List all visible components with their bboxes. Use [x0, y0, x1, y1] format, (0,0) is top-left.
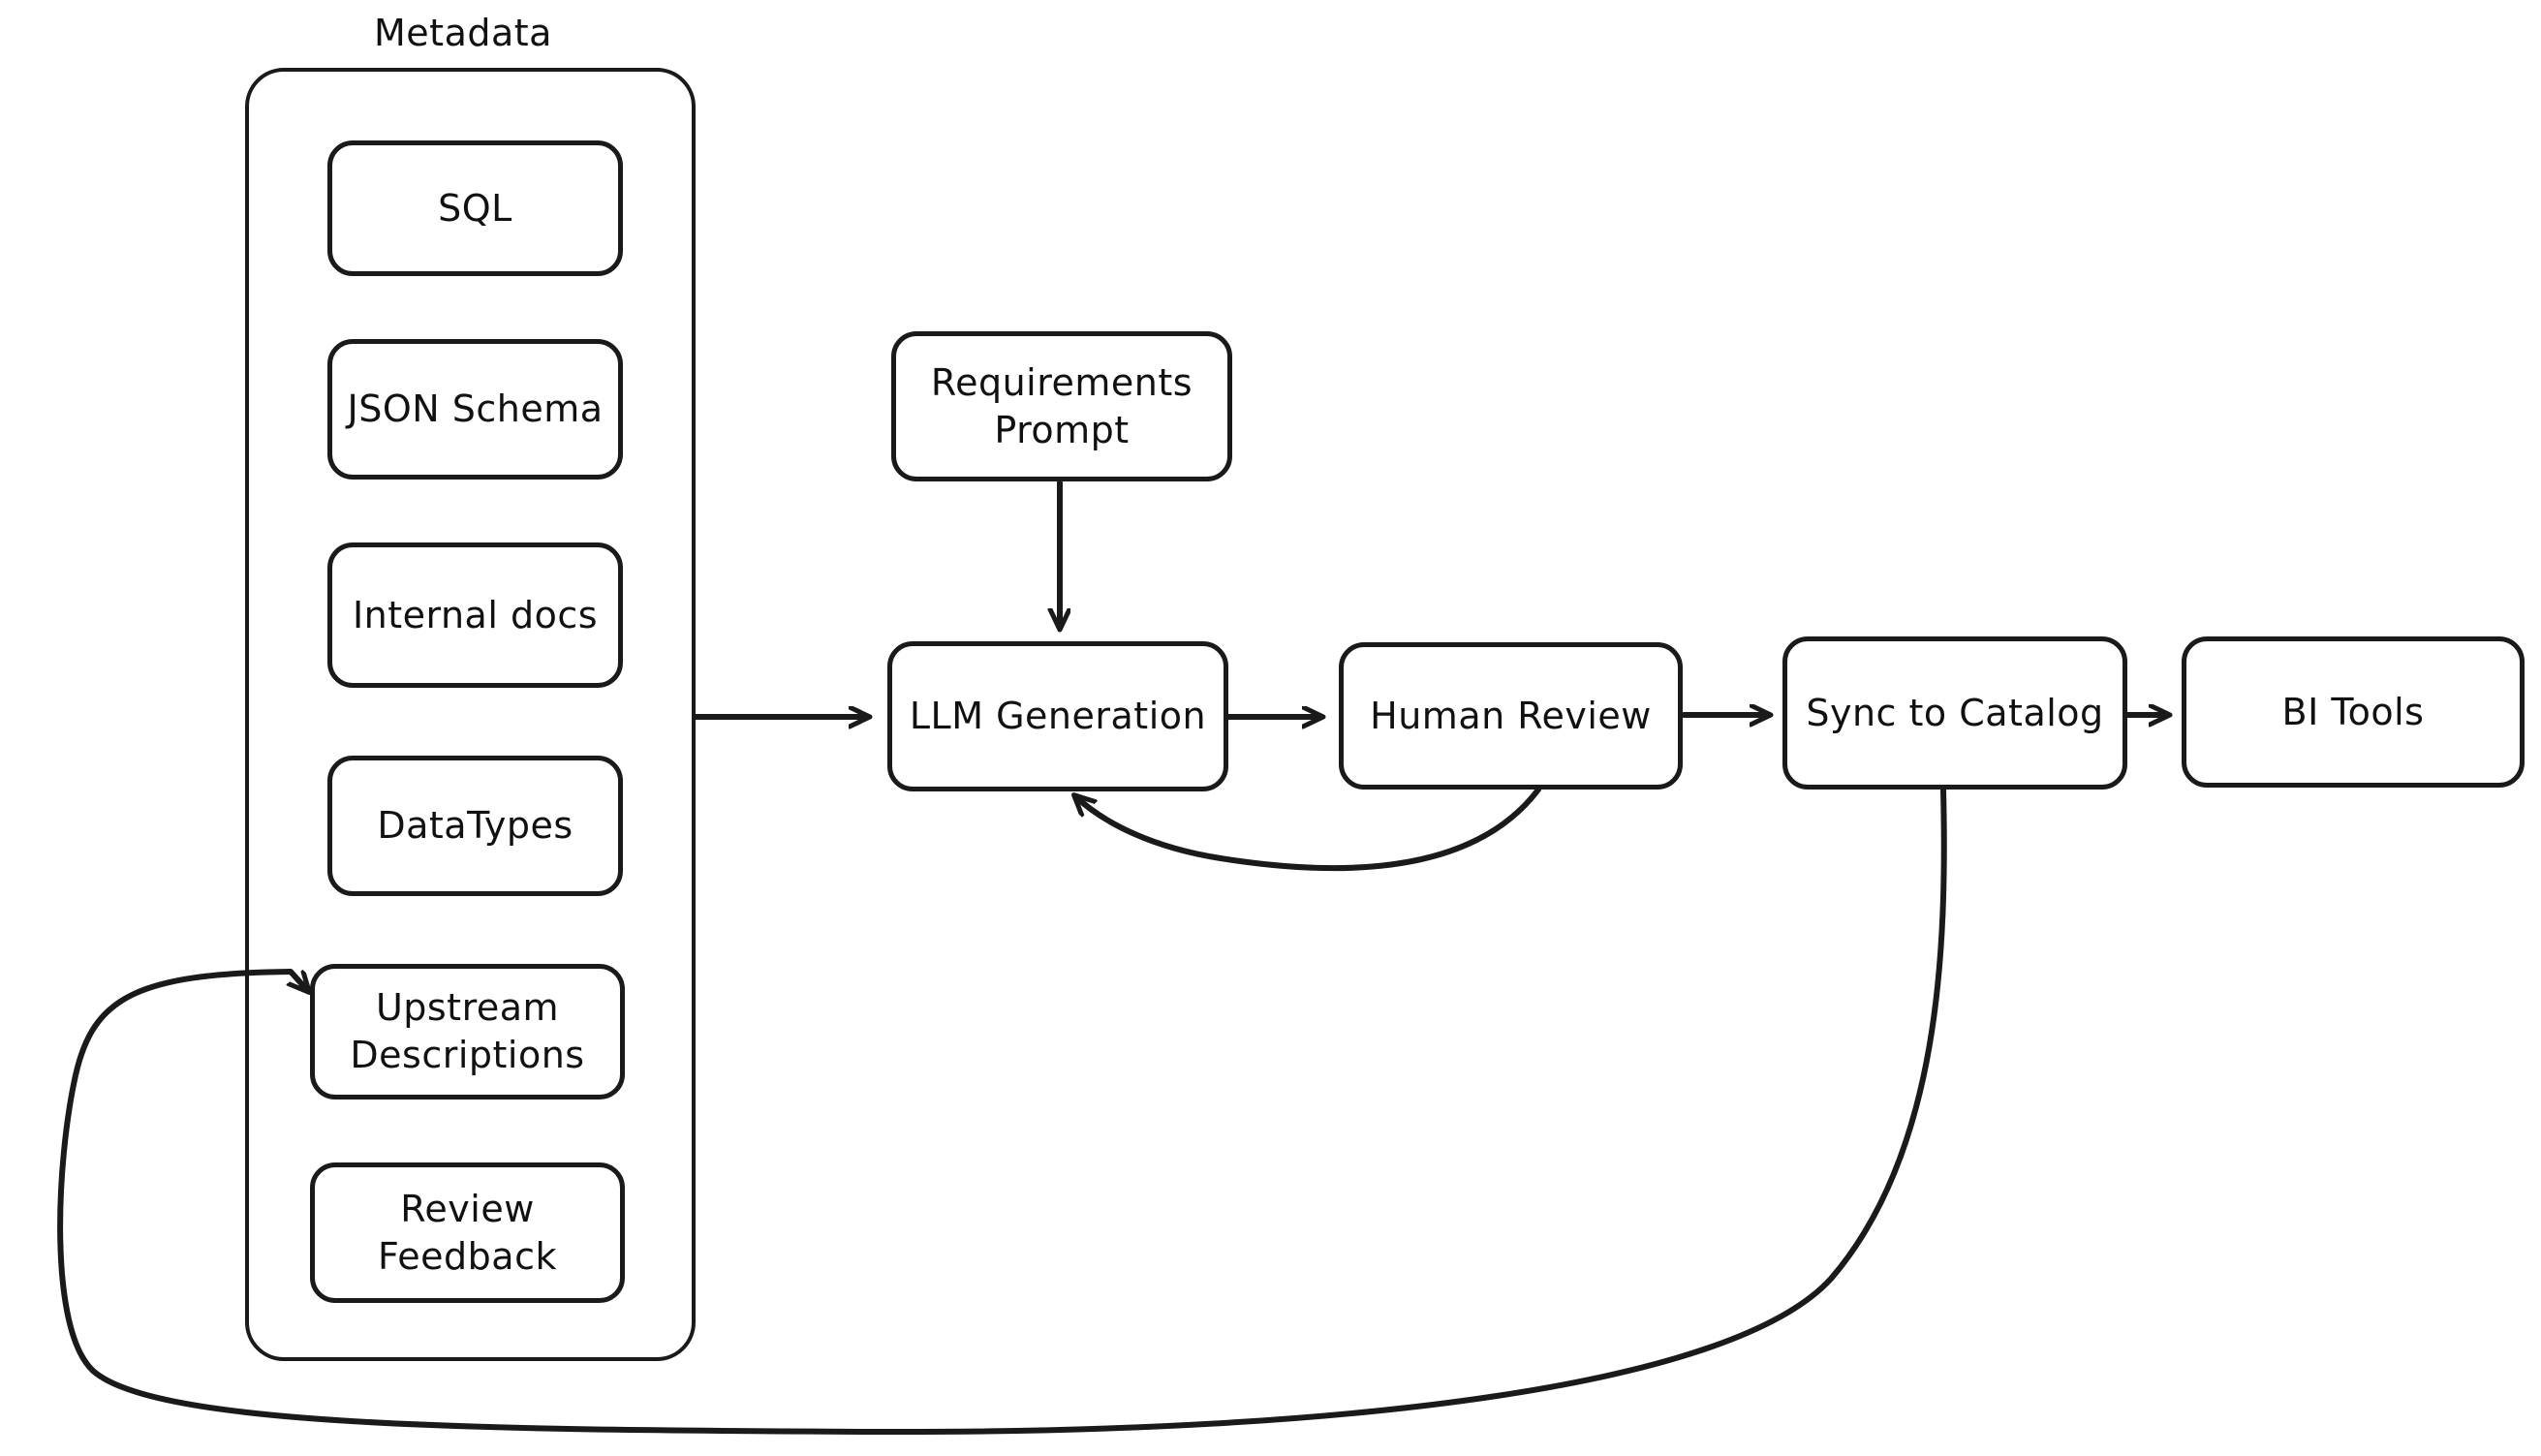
- metadata-item-internal-docs-label: Internal docs: [352, 593, 599, 636]
- metadata-item-review-feedback[interactable]: Review Feedback: [310, 1162, 625, 1303]
- review-feedback-line2: Feedback: [378, 1234, 557, 1278]
- metadata-item-datatypes-label: DataTypes: [377, 804, 573, 848]
- metadata-item-upstream-descriptions-label: Upstream Descriptions: [350, 984, 584, 1078]
- metadata-item-review-feedback-label: Review Feedback: [378, 1186, 557, 1280]
- node-llm-generation[interactable]: LLM Generation: [887, 641, 1228, 791]
- node-requirements-prompt[interactable]: Requirements Prompt: [891, 331, 1232, 481]
- metadata-item-sql-label: SQL: [438, 186, 512, 230]
- upstream-descriptions-line2: Descriptions: [350, 1034, 585, 1076]
- upstream-descriptions-line1: Upstream: [375, 986, 560, 1030]
- metadata-item-json-schema-label: JSON Schema: [347, 387, 604, 431]
- metadata-group-label: Metadata: [374, 12, 552, 54]
- requirements-prompt-line1: Requirements: [930, 360, 1193, 404]
- metadata-item-upstream-descriptions[interactable]: Upstream Descriptions: [310, 964, 625, 1100]
- requirements-prompt-label: Requirements Prompt: [931, 359, 1193, 453]
- metadata-item-internal-docs[interactable]: Internal docs: [327, 542, 623, 688]
- node-sync-to-catalog[interactable]: Sync to Catalog: [1782, 636, 2127, 790]
- edge-review-feedback-to-llm: [1075, 787, 1541, 872]
- bi-tools-label: BI Tools: [2281, 690, 2425, 733]
- metadata-item-json-schema[interactable]: JSON Schema: [327, 339, 623, 480]
- review-feedback-line1: Review: [400, 1187, 535, 1230]
- human-review-label: Human Review: [1370, 694, 1652, 737]
- metadata-item-sql[interactable]: SQL: [327, 140, 623, 276]
- sync-to-catalog-label: Sync to Catalog: [1806, 691, 2104, 734]
- llm-generation-label: LLM Generation: [909, 695, 1207, 738]
- metadata-item-datatypes[interactable]: DataTypes: [327, 756, 623, 896]
- node-human-review[interactable]: Human Review: [1339, 642, 1683, 790]
- requirements-prompt-line2: Prompt: [994, 408, 1130, 451]
- node-bi-tools[interactable]: BI Tools: [2182, 636, 2525, 788]
